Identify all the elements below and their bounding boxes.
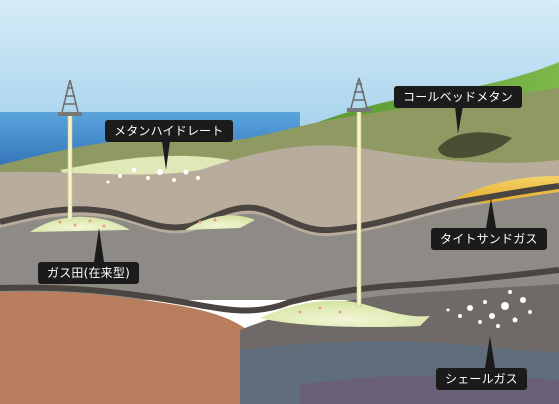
deep-rock-brown [0, 291, 260, 404]
pointer-conventional-gas [94, 228, 104, 262]
rock-layer-middle [0, 192, 559, 300]
label-tight-sand-gas: タイトサンドガス [431, 228, 547, 250]
shale-gas-particles [446, 290, 532, 328]
pointer-coal-bed-methane [455, 106, 463, 134]
cap-rock-band [0, 183, 559, 234]
label-shale-gas: シェールガス [436, 368, 527, 390]
drill-pipe-right [356, 107, 362, 307]
drilling-rig-icon [347, 77, 371, 112]
pointer-methane-hydrate [162, 141, 170, 170]
label-methane-hydrate: メタンハイドレート [105, 120, 233, 142]
gas-pocket-dots [58, 218, 342, 314]
drilling-rig-icon [58, 79, 82, 116]
drill-pipe-left [67, 111, 73, 221]
shale-cap-band [0, 267, 559, 314]
methane-hydrate-particles [106, 167, 200, 184]
conventional-gas-pocket [185, 215, 255, 230]
label-conventional-gas: ガス田(在来型) [38, 262, 139, 284]
shale-gas-pocket [260, 300, 430, 328]
pointer-tight-sand-gas [486, 198, 496, 228]
pointer-shale-gas [485, 336, 495, 368]
conventional-gas-pocket [30, 216, 130, 232]
coal-bed-methane-deposit [438, 132, 512, 158]
label-coal-bed-methane: コールベッドメタン [394, 86, 522, 108]
